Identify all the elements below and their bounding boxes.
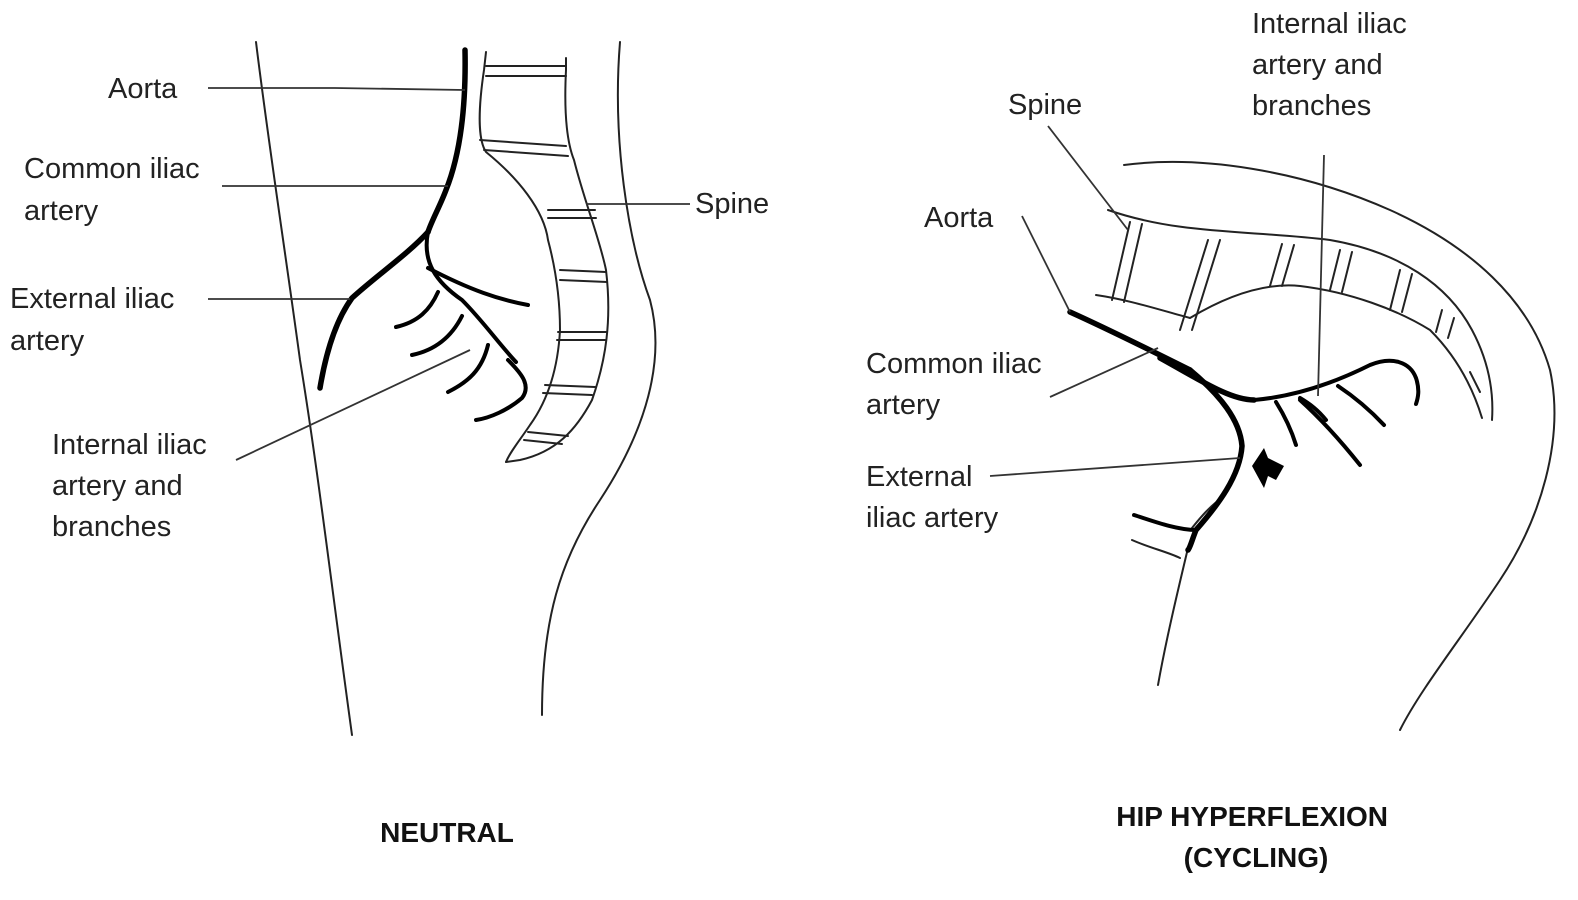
flexion-common-iliac-label: Common iliac artery xyxy=(866,348,1050,421)
neutral-common-iliac-label: Common iliac artery xyxy=(24,153,208,227)
neutral-spine-label: Spine xyxy=(695,188,769,220)
flexion-body-outline-outer xyxy=(1123,161,1556,731)
neutral-body-outline-back xyxy=(541,41,657,716)
neutral-arteries xyxy=(317,47,530,422)
neutral-caption: NEUTRAL xyxy=(380,817,514,848)
flexion-common-iliac-vessel xyxy=(1157,355,1257,403)
flexion-arteries xyxy=(1067,309,1421,553)
neutral-spine xyxy=(478,51,610,463)
flexion-internal-iliac-vessel xyxy=(1252,358,1421,406)
neutral-figure: Aorta Common iliac artery External iliac… xyxy=(10,41,769,848)
neutral-aorta-vessel xyxy=(425,47,468,235)
neutral-external-iliac-vessel xyxy=(317,229,431,391)
flexion-spine-label: Spine xyxy=(1008,89,1082,121)
neutral-aorta-label: Aorta xyxy=(108,73,178,105)
flexion-external-iliac-vessel xyxy=(1185,367,1245,553)
flexion-spine xyxy=(1095,209,1494,421)
flexion-leader-lines xyxy=(989,125,1325,477)
flexion-external-iliac-label: External iliac artery xyxy=(866,461,999,534)
flexion-figure: Internal iliac artery and branches Spine… xyxy=(866,8,1556,873)
flexion-internal-iliac-label: Internal iliac artery and branches xyxy=(1252,8,1415,122)
flexion-caption: HIP HYPERFLEXION (CYCLING) xyxy=(1116,801,1396,873)
neutral-external-iliac-label: External iliac artery xyxy=(10,283,182,357)
flexion-compression-arrow xyxy=(1252,448,1284,488)
flexion-aorta-vessel xyxy=(1067,309,1193,373)
neutral-body-outline-front xyxy=(255,41,353,736)
neutral-internal-iliac-label: Internal iliac artery and branches xyxy=(52,429,215,543)
neutral-internal-iliac-vessel xyxy=(424,230,518,364)
flexion-aorta-label: Aorta xyxy=(924,202,994,234)
flexion-body-outline-front xyxy=(1157,547,1189,686)
neutral-leader-lines xyxy=(208,87,690,461)
